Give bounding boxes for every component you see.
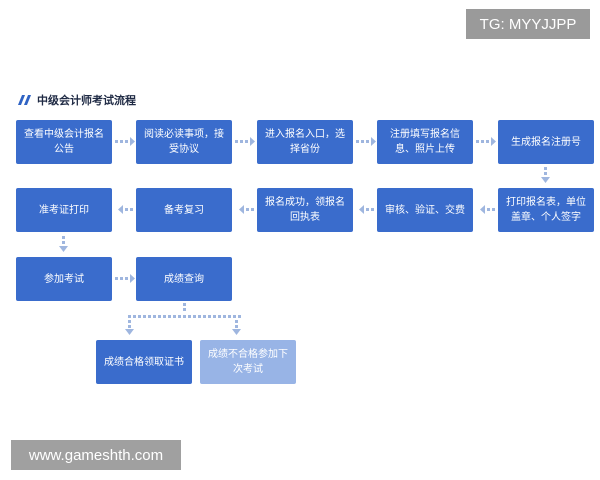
arrow-right-3	[356, 137, 376, 146]
step-review-pay: 审核、验证、交费	[377, 188, 473, 232]
step-review-study: 备考复习	[136, 188, 232, 232]
arrow-down-right	[541, 167, 550, 183]
step-fail-next-exam: 成绩不合格参加下次考试	[200, 340, 296, 384]
diagram-title-text: 中级会计师考试流程	[37, 94, 136, 107]
step-score-query: 成绩查询	[136, 257, 232, 301]
step-enter-portal: 进入报名入口，选择省份	[257, 120, 353, 164]
step-register-info: 注册填写报名信息、照片上传	[377, 120, 473, 164]
arrow-right-5	[115, 274, 135, 283]
arrow-branch	[125, 303, 241, 335]
arrow-left-3	[239, 205, 254, 214]
diagram-title: 中级会计师考试流程	[18, 92, 136, 108]
step-registration-number: 生成报名注册号	[498, 120, 594, 164]
arrow-right-1	[115, 137, 135, 146]
arrow-left-2	[359, 205, 374, 214]
step-read-notice: 阅读必读事项，接受协议	[136, 120, 232, 164]
step-pass-certificate: 成绩合格领取证书	[96, 340, 192, 384]
arrow-left-1	[480, 205, 495, 214]
arrow-right-4	[476, 137, 496, 146]
arrow-left-4	[118, 205, 133, 214]
step-take-exam: 参加考试	[16, 257, 112, 301]
step-print-form: 打印报名表，单位盖章、个人签字	[498, 188, 594, 232]
arrow-right-2	[235, 137, 255, 146]
step-view-announcement: 查看中级会计报名公告	[16, 120, 112, 164]
step-print-admission: 准考证打印	[16, 188, 112, 232]
watermark-top: TG: MYYJJPP	[466, 9, 590, 39]
arrow-down-left	[59, 236, 68, 252]
watermark-bottom: www.gameshth.com	[11, 440, 181, 470]
step-registration-success: 报名成功，领报名回执表	[257, 188, 353, 232]
